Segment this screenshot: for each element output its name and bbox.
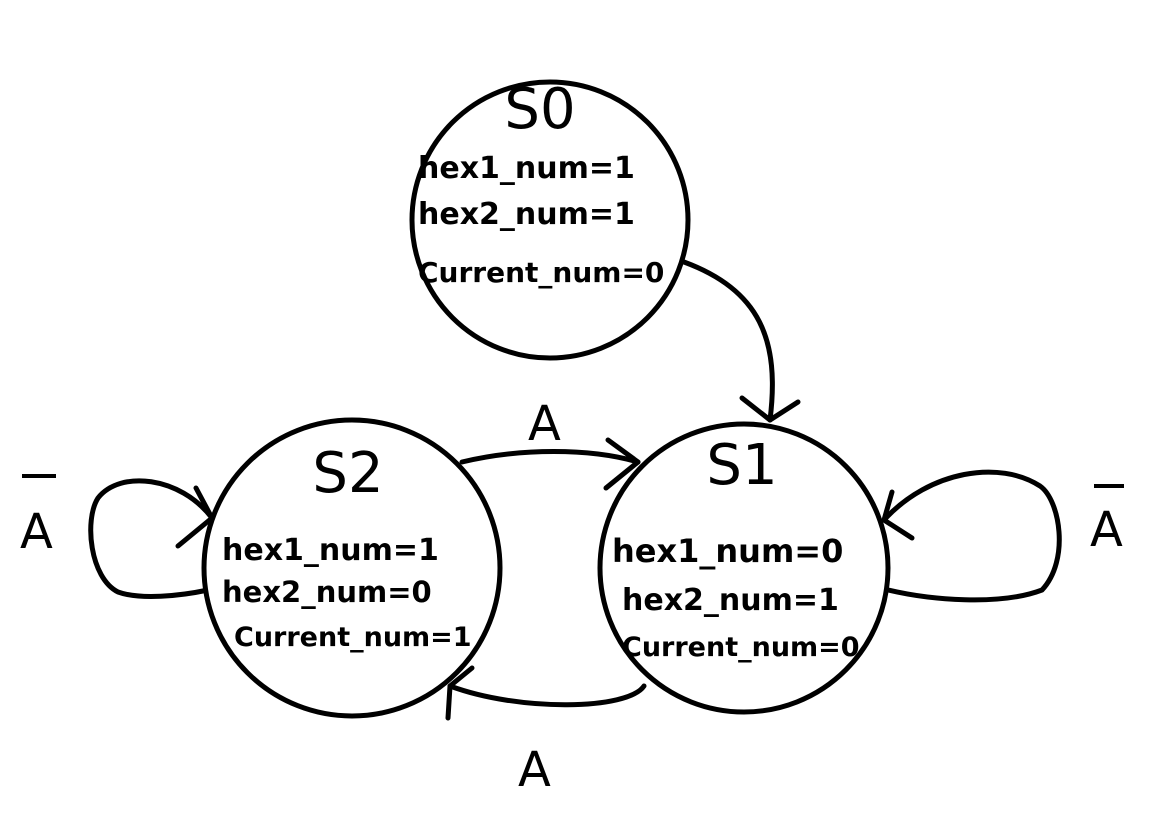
state-s1-var-2: hex2_num=1 [622,583,839,618]
state-name-s1: S1 [706,433,777,498]
edge-s0-to-s1 [681,259,801,423]
edge-s1-self-loop: A [881,469,1124,603]
state-s0-var-3: Current_num=0 [418,256,664,289]
state-s0-var-2: hex2_num=1 [418,197,635,232]
state-name-s2: S2 [312,441,383,506]
state-s2-var-2: hex2_num=0 [222,575,432,609]
edge-s2-self-loop: A [20,474,215,599]
state-s1: S1 hex1_num=0 hex2_num=1 Current_num=0 [597,421,891,715]
state-s2: S2 hex1_num=1 hex2_num=0 Current_num=1 [201,417,503,719]
edge-label-s1-s2: A [518,742,551,798]
edge-label-s1-loop: A [1090,502,1123,558]
edge-s2-to-s1: A [459,396,641,491]
edge-s1-to-s2: A [445,665,647,798]
state-s2-var-3: Current_num=1 [234,622,472,653]
state-s0: S0 hex1_num=1 hex2_num=1 Current_num=0 [409,77,691,361]
state-s1-var-1: hex1_num=0 [612,532,843,570]
edge-label-s2-loop: A [20,504,53,560]
state-name-s0: S0 [504,77,575,142]
state-s0-var-1: hex1_num=1 [418,151,635,186]
state-s2-var-1: hex1_num=1 [222,533,439,568]
edge-label-s2-s1: A [528,396,561,452]
state-s1-var-3: Current_num=0 [622,632,860,663]
